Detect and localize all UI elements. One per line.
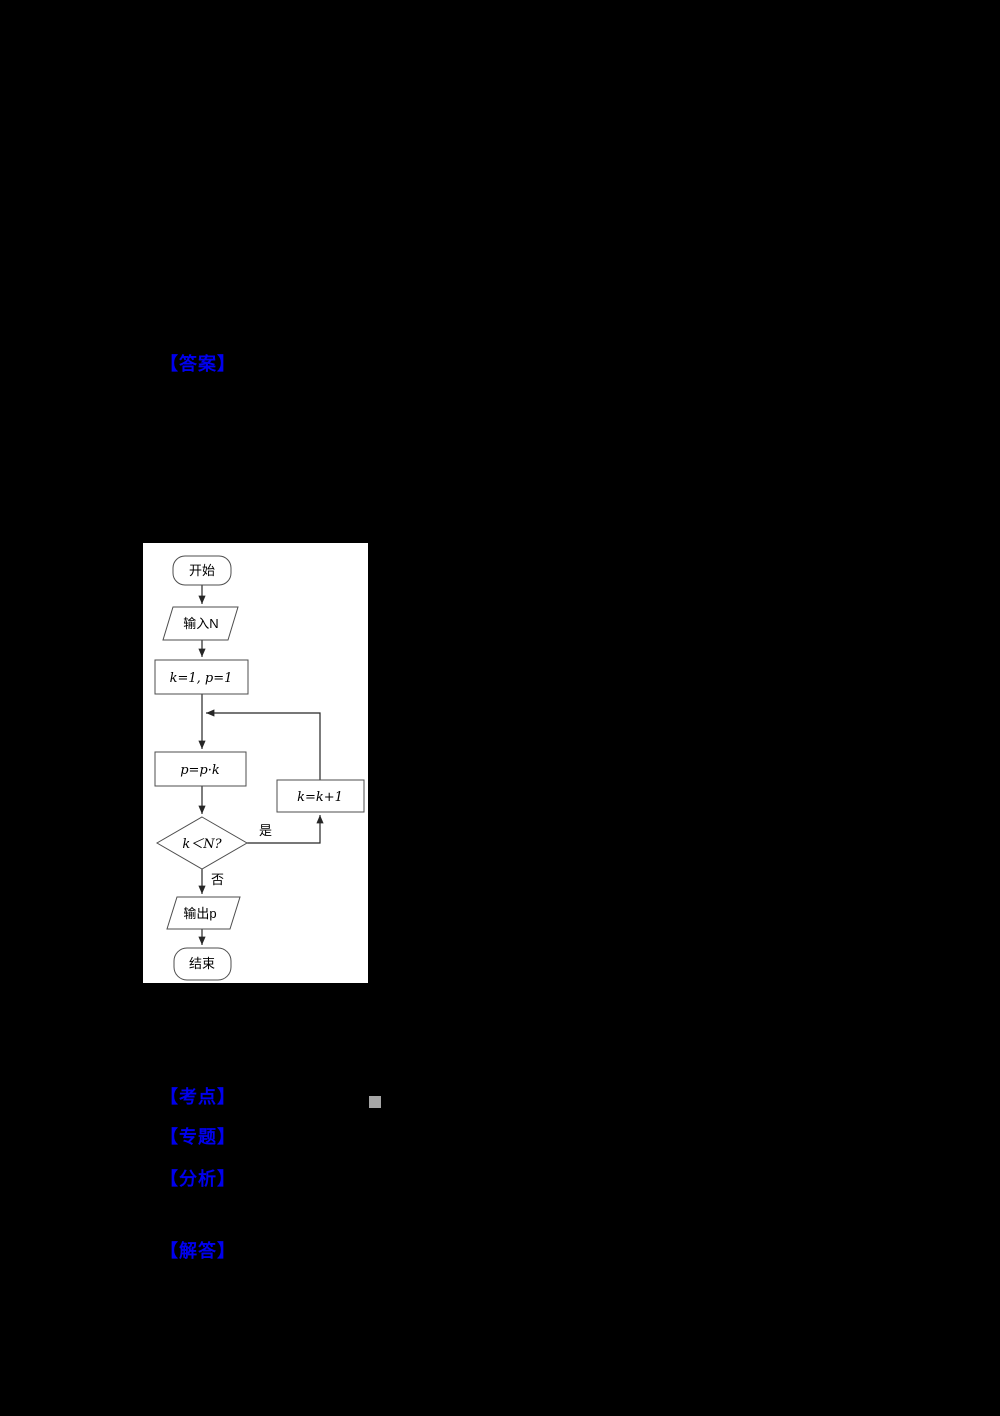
input-label: 输入N bbox=[183, 616, 218, 631]
output-label: 输出p bbox=[183, 906, 216, 921]
flowchart-diagram: 开始 输入N k=1, p=1 p=p·k k=k+1 k＜N? 是 否 输出p… bbox=[154, 555, 365, 981]
start-label: 开始 bbox=[189, 563, 215, 578]
increment-label: k=k+1 bbox=[297, 790, 343, 805]
arrow-increment-loopback bbox=[206, 709, 321, 780]
arrow-condition-yes-to-increment bbox=[247, 815, 324, 844]
init-process-box bbox=[154, 659, 249, 695]
start-terminator bbox=[172, 555, 232, 586]
output-parallelogram bbox=[166, 896, 241, 930]
answer-label: 【答案】 bbox=[160, 354, 236, 374]
jieda-label: 【解答】 bbox=[160, 1241, 236, 1261]
multiply-label: p=p·k bbox=[180, 763, 220, 778]
init-label: k=1, p=1 bbox=[170, 671, 233, 686]
condition-label: k＜N? bbox=[182, 837, 222, 852]
multiply-process-box bbox=[154, 751, 247, 787]
kaodian-label: 【考点】 bbox=[160, 1087, 236, 1107]
flowchart-panel: 开始 输入N k=1, p=1 p=p·k k=k+1 k＜N? 是 否 输出p… bbox=[143, 543, 368, 983]
fenxi-label: 【分析】 bbox=[160, 1169, 236, 1189]
answer-placeholder-square bbox=[369, 1096, 381, 1108]
yes-branch-label: 是 bbox=[259, 823, 272, 838]
condition-diamond bbox=[156, 816, 248, 870]
input-parallelogram bbox=[162, 606, 239, 641]
end-label: 结束 bbox=[189, 956, 215, 971]
increment-process-box bbox=[276, 779, 365, 813]
zhuanti-label: 【专题】 bbox=[160, 1127, 236, 1147]
no-branch-label: 否 bbox=[211, 872, 224, 887]
end-terminator bbox=[173, 947, 232, 981]
